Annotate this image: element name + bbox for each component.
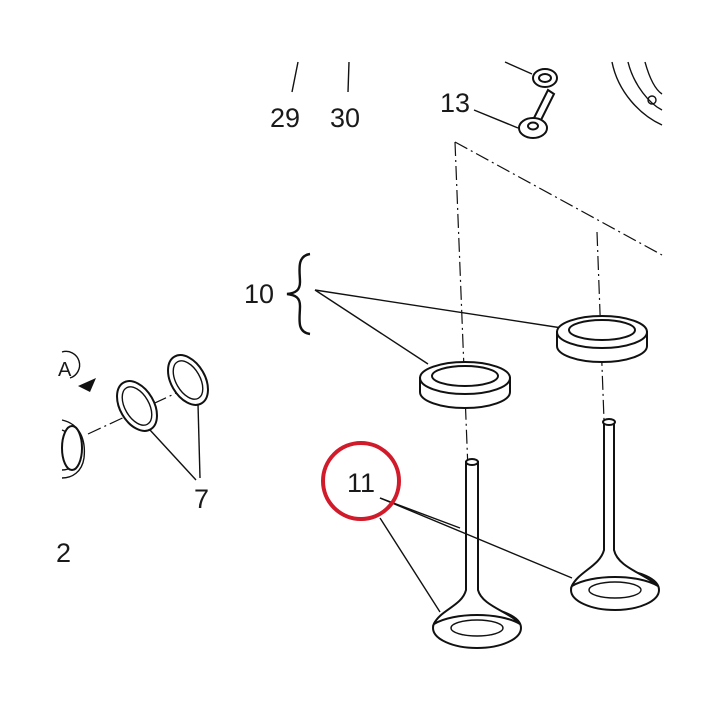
brace-icon — [286, 252, 311, 336]
svg-text:10: 10 — [244, 279, 274, 309]
svg-text:11: 11 — [347, 468, 375, 498]
view-a-marker: A — [58, 350, 96, 392]
svg-text:13: 13 — [440, 88, 470, 118]
callout-30: 30 — [330, 61, 360, 133]
svg-text:2: 2 — [56, 538, 71, 568]
o-ring-left — [116, 380, 158, 432]
o-ring-right — [167, 354, 209, 406]
svg-text:7: 7 — [194, 484, 209, 514]
view-arrow-icon — [78, 378, 96, 392]
seal-partial — [61, 419, 86, 479]
washer — [504, 61, 558, 88]
svg-text:29: 29 — [270, 103, 300, 133]
callout-13: 13 — [440, 88, 519, 129]
valve-right — [569, 418, 660, 611]
callout-12-partial: 2 — [56, 538, 71, 568]
valve-seat-right — [556, 315, 648, 363]
callout-11: 11 — [321, 441, 573, 613]
svg-text:A: A — [58, 359, 72, 381]
callout-10: 10 — [244, 252, 563, 365]
housing-partial — [611, 61, 663, 126]
highlight-ring — [321, 441, 401, 521]
valve-seat-left — [419, 361, 511, 409]
callout-7: 7 — [149, 403, 209, 514]
bolt-13 — [518, 88, 556, 139]
callout-29: 29 — [270, 61, 300, 133]
valve-left — [431, 458, 522, 649]
svg-text:30: 30 — [330, 103, 360, 133]
centerlines — [454, 141, 663, 471]
